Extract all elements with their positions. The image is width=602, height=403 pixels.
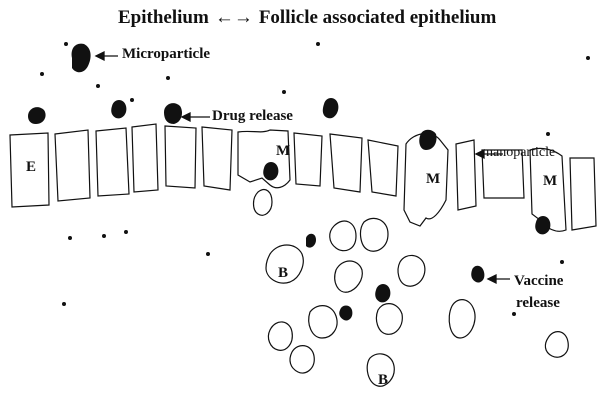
- nanoparticle-dot: [124, 230, 128, 234]
- nanoparticle-dot: [560, 260, 564, 264]
- follicle-cell: [330, 221, 356, 251]
- epithelial-cell: [456, 140, 476, 210]
- epithelial-cell: [165, 126, 196, 188]
- nanoparticle-dot: [546, 132, 550, 136]
- nanoparticle-dot: [166, 76, 170, 80]
- b-cell-label-2: B: [378, 373, 388, 388]
- epithelial-cell: [294, 133, 322, 186]
- nanoparticle-dot: [586, 56, 590, 60]
- follicle-cell: [268, 322, 292, 350]
- nanoparticle-label: nanoparticle: [486, 146, 555, 160]
- m-cell-label-3: M: [543, 174, 557, 189]
- epithelium-cell-label: E: [26, 160, 36, 175]
- nanoparticle-dot: [206, 252, 210, 256]
- epithelial-cell: [96, 128, 129, 196]
- nanoparticle-dot: [282, 90, 286, 94]
- m-cell-label-1: M: [276, 144, 290, 159]
- nanoparticle-dot: [102, 234, 106, 238]
- microparticle-label: Microparticle: [122, 47, 210, 62]
- epithelial-cell: [570, 158, 596, 230]
- follicle-cell: [309, 306, 337, 338]
- m-cell-label-2: M: [426, 172, 440, 187]
- microparticle-dot: [111, 100, 126, 118]
- epithelial-cell: [55, 130, 90, 201]
- nanoparticle-dot: [130, 98, 134, 102]
- follicle-cell: [254, 190, 273, 216]
- microparticle-dot: [419, 130, 436, 150]
- epithelial-cell: [132, 124, 158, 192]
- epithelial-cell: [330, 134, 362, 192]
- microparticle-dot: [263, 162, 278, 180]
- epithelial-cell: [202, 127, 232, 190]
- nanoparticle-dot: [68, 236, 72, 240]
- microparticle-dot: [471, 266, 484, 283]
- follicle-cell: [449, 300, 475, 338]
- nanoparticle-dot: [96, 84, 100, 88]
- microparticle-dot: [375, 284, 390, 302]
- follicle-cell: [290, 346, 314, 373]
- nanoparticle-dot: [64, 42, 68, 46]
- follicle-cell: [361, 218, 388, 251]
- microparticle-dot: [339, 306, 352, 321]
- title-arrow: ←→: [215, 7, 253, 28]
- microparticle-dot: [72, 44, 91, 73]
- title-left: Epithelium: [118, 7, 209, 28]
- follicle-cell: [545, 332, 568, 358]
- nanoparticle-dot: [40, 72, 44, 76]
- microparticle-dot: [28, 107, 46, 124]
- follicle-cell: [335, 261, 363, 292]
- vaccine-release-label-line2: release: [516, 296, 560, 311]
- drug-release-label: Drug release: [212, 109, 293, 124]
- nanoparticle-dot: [316, 42, 320, 46]
- nanoparticle-dot: [62, 302, 66, 306]
- follicle-cell: [376, 304, 402, 335]
- epithelial-cell: [368, 140, 398, 196]
- title-right: Follicle associated epithelium: [259, 7, 496, 28]
- vaccine-release-label-line1: Vaccine: [514, 274, 563, 289]
- diagram-title: Epithelium ←→ Follicle associated epitheli…: [118, 8, 496, 27]
- microparticle-dot: [306, 234, 316, 248]
- nanoparticle-dot: [512, 312, 516, 316]
- microparticle-dot: [323, 98, 339, 118]
- microparticle-dot: [164, 103, 182, 124]
- b-cell-label-1: B: [278, 266, 288, 281]
- follicle-cell: [398, 255, 425, 286]
